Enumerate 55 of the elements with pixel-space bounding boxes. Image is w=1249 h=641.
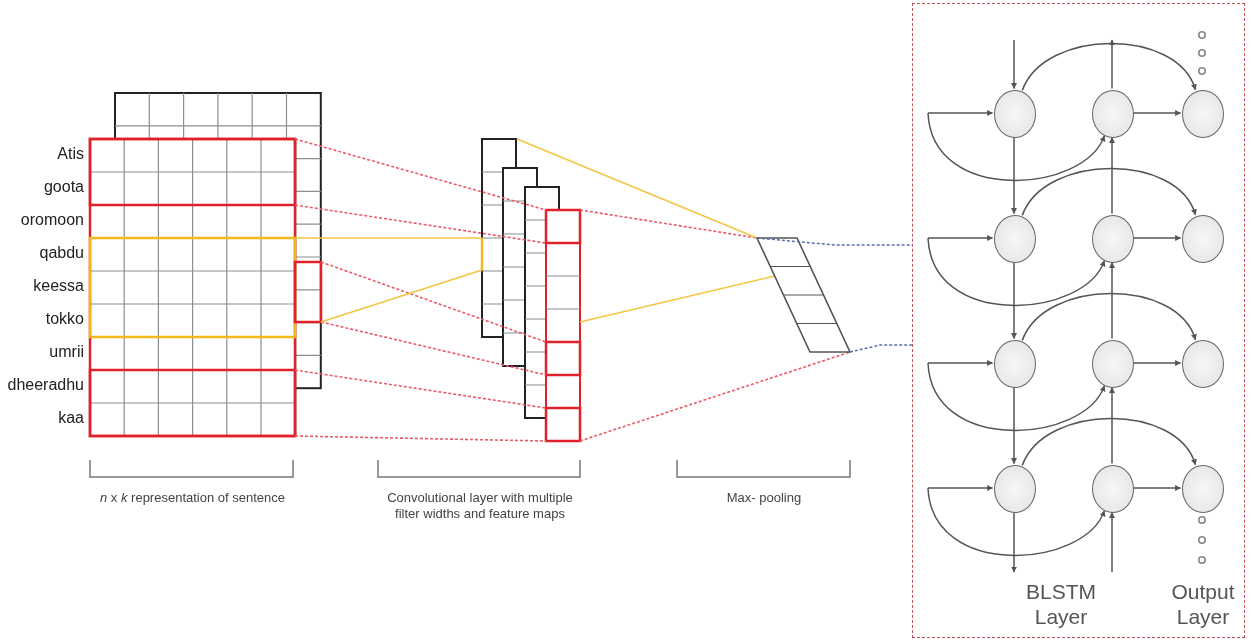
arrow (1021, 42, 1197, 92)
arrow (1109, 261, 1115, 340)
neuron-circle (1181, 339, 1224, 388)
arrow (1011, 136, 1017, 215)
caption-text: Max- pooling (725, 490, 803, 506)
word-label: keessa (33, 276, 84, 296)
arrow (1021, 292, 1197, 342)
caption-text: n x k representation of sentence (100, 490, 286, 506)
word-label: oromoon (20, 210, 84, 230)
arrow (1011, 386, 1017, 465)
arrow (1021, 167, 1197, 217)
neuron-circle (993, 464, 1036, 513)
neuron-circle (1181, 89, 1224, 138)
arrow (927, 237, 1106, 307)
arrow (1109, 511, 1115, 573)
neuron-circle (1181, 464, 1224, 513)
connector-line (756, 237, 913, 246)
word-label: umrii (49, 342, 84, 362)
neuron-circle (993, 339, 1036, 388)
arrow (1109, 39, 1115, 90)
layer-label: Output Layer (1170, 579, 1236, 630)
arrow (1011, 39, 1017, 90)
word-label: Atis (57, 144, 84, 164)
connector-line (849, 344, 913, 353)
arrow (1109, 136, 1115, 215)
neuron-circle (1091, 214, 1134, 263)
arrow (1109, 386, 1115, 465)
arrow (927, 485, 994, 491)
neuron-circle (1091, 464, 1134, 513)
arrow (927, 235, 994, 241)
arrow (1011, 511, 1017, 573)
arrow (927, 112, 1106, 182)
word-label: kaa (58, 408, 84, 428)
arrow (927, 360, 994, 366)
word-label: qabdu (39, 243, 84, 263)
arrow (1132, 360, 1182, 366)
arrow (1011, 261, 1017, 340)
caption-text: Convolutional layer with multiple filter widths and feature maps (386, 490, 574, 522)
arrow (927, 110, 994, 116)
word-label: dheeradhu (7, 375, 84, 395)
word-label: goota (43, 177, 84, 197)
arrow (1021, 417, 1197, 467)
arrow (1132, 110, 1182, 116)
neuron-circle (1181, 214, 1224, 263)
arrow (927, 487, 1106, 557)
arrow (927, 362, 1106, 432)
layer-label: BLSTM Layer (1025, 579, 1097, 630)
neuron-circle (1091, 339, 1134, 388)
arrow (1132, 485, 1182, 491)
arrow (1132, 235, 1182, 241)
word-label: tokko (45, 309, 84, 329)
neuron-circle (1091, 89, 1134, 138)
neuron-circle (993, 89, 1036, 138)
dashed-frame (912, 3, 1245, 638)
neuron-circle (993, 214, 1036, 263)
